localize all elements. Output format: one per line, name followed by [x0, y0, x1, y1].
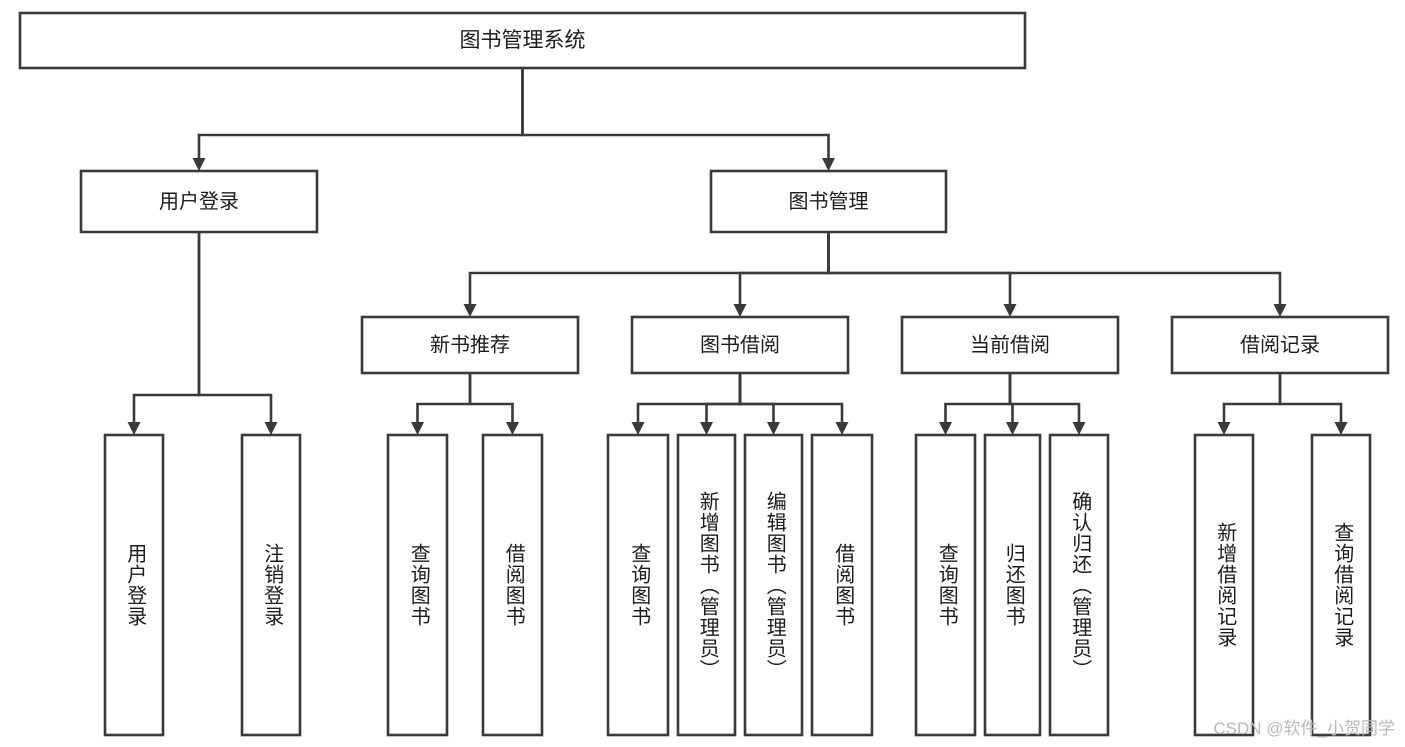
node-box-leaf_4[interactable] — [481, 433, 544, 737]
node-leaf_7[interactable] — [743, 433, 804, 737]
arrow-head-icon — [767, 422, 780, 435]
node-box-root[interactable] — [18, 11, 1027, 70]
node-leaf_3[interactable] — [386, 433, 449, 737]
node-box-leaf_2[interactable] — [240, 433, 302, 737]
node-box-leaf_1[interactable] — [103, 433, 165, 737]
arrow-head-icon — [939, 422, 952, 435]
watermark-text: CSDN @软件_小贺同学 — [1213, 719, 1395, 738]
node-box-l2_1[interactable] — [79, 169, 319, 234]
connector-l3_1-to-leaf_4 — [468, 373, 514, 422]
node-box-leaf_8[interactable] — [810, 433, 874, 737]
node-box-leaf_13[interactable] — [1310, 433, 1372, 737]
arrow-head-icon — [192, 158, 206, 171]
node-box-leaf_7[interactable] — [743, 433, 804, 737]
arrow-head-icon — [264, 422, 278, 435]
node-box-leaf_9[interactable] — [914, 433, 977, 737]
connector-l2_2-to-l3_4 — [827, 232, 1282, 304]
node-label-l2_2: 图书管理 — [789, 190, 869, 213]
connector-l3_2-to-leaf_7 — [738, 373, 775, 422]
node-leaf_2[interactable] — [240, 433, 302, 737]
node-leaf_1[interactable] — [103, 433, 165, 737]
node-l3_4[interactable]: 借阅记录 — [1170, 315, 1390, 375]
connector-l2_2-to-l3_3 — [827, 232, 1012, 304]
node-l3_1[interactable]: 新书推荐 — [360, 315, 580, 375]
arrow-head-icon — [1003, 304, 1017, 317]
node-box-l3_4[interactable] — [1170, 315, 1390, 375]
node-box-l3_2[interactable] — [630, 315, 850, 375]
connector-l3_3-to-leaf_11 — [1008, 373, 1081, 422]
arrow-head-icon — [1217, 422, 1231, 435]
node-box-leaf_6[interactable] — [676, 433, 737, 737]
arrow-head-icon — [1273, 304, 1287, 317]
arrow-head-icon — [1006, 422, 1019, 435]
arrow-head-icon — [506, 422, 519, 435]
arrow-head-icon — [822, 158, 835, 171]
connector-l3_3-to-leaf_9 — [944, 373, 1012, 422]
node-root[interactable]: 图书管理系统 — [18, 11, 1027, 70]
node-box-leaf_3[interactable] — [386, 433, 449, 737]
arrow-head-icon — [1072, 422, 1086, 435]
arrow-head-icon — [733, 304, 747, 317]
arrow-head-icon — [700, 422, 713, 435]
connector-l3_1-to-leaf_3 — [416, 373, 472, 422]
connector-l3_4-to-leaf_12 — [1222, 373, 1282, 422]
node-box-leaf_10[interactable] — [983, 433, 1042, 737]
node-leaf_6[interactable] — [676, 433, 737, 737]
node-leaf_12[interactable] — [1193, 433, 1255, 737]
connector-root-to-l2_1 — [197, 68, 524, 158]
node-label-l3_3: 当前借阅 — [970, 333, 1050, 356]
node-box-l2_2[interactable] — [709, 169, 948, 234]
node-label-l3_2: 图书借阅 — [700, 333, 780, 356]
node-box-leaf_5[interactable] — [606, 433, 670, 737]
node-l3_3[interactable]: 当前借阅 — [900, 315, 1120, 375]
node-l2_2[interactable]: 图书管理 — [709, 169, 948, 234]
node-box-leaf_11[interactable] — [1048, 433, 1110, 737]
node-box-leaf_12[interactable] — [1193, 433, 1255, 737]
node-leaf_10[interactable] — [983, 433, 1042, 737]
node-box-l3_1[interactable] — [360, 315, 580, 375]
node-leaf_8[interactable] — [810, 433, 874, 737]
node-leaf_4[interactable] — [481, 433, 544, 737]
connector-l2_1-to-leaf_2 — [197, 232, 273, 422]
node-label-root: 图书管理系统 — [460, 29, 586, 52]
node-box-l3_3[interactable] — [900, 315, 1120, 375]
connector-l2_1-to-leaf_1 — [132, 232, 201, 422]
connector-l3_2-to-leaf_8 — [738, 373, 844, 422]
connector-root-to-l2_2 — [521, 68, 830, 158]
node-l2_1[interactable]: 用户登录 — [79, 169, 319, 234]
connector-l3_4-to-leaf_13 — [1278, 373, 1343, 422]
arrow-head-icon — [411, 422, 424, 435]
arrow-head-icon — [1334, 422, 1348, 435]
node-l3_2[interactable]: 图书借阅 — [630, 315, 850, 375]
arrow-head-icon — [463, 304, 477, 317]
connector-l3_2-to-leaf_6 — [705, 373, 742, 422]
connector-layer — [127, 68, 1348, 435]
node-leaf_9[interactable] — [914, 433, 977, 737]
node-label-l2_1: 用户登录 — [159, 190, 239, 213]
connector-l3_2-to-leaf_5 — [636, 373, 742, 422]
arrow-head-icon — [631, 422, 645, 435]
node-label-l3_1: 新书推荐 — [430, 333, 510, 356]
arrow-head-icon — [835, 422, 849, 435]
connector-l2_2-to-l3_2 — [738, 232, 830, 304]
node-leaf_5[interactable] — [606, 433, 670, 737]
arrow-head-icon — [127, 422, 141, 435]
node-label-l3_4: 借阅记录 — [1240, 333, 1320, 356]
node-leaf_13[interactable] — [1310, 433, 1372, 737]
node-leaf_11[interactable] — [1048, 433, 1110, 737]
connector-l2_2-to-l3_1 — [468, 232, 830, 304]
